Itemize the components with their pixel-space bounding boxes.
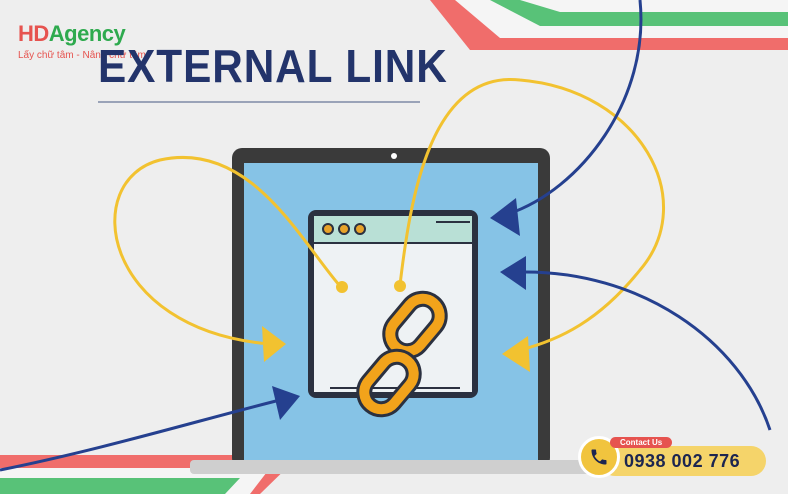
contact-widget[interactable]: Contact Us 0938 002 776 xyxy=(578,434,766,478)
yellow-arrowhead-right xyxy=(502,336,530,372)
phone-icon xyxy=(591,449,607,465)
blue-curve-top xyxy=(507,0,643,216)
window-dot-3 xyxy=(354,223,366,235)
yellow-dot-2 xyxy=(394,280,406,292)
window-dot-2 xyxy=(338,223,350,235)
browser-titlebar xyxy=(314,216,472,242)
brand-hd: HD xyxy=(18,21,49,46)
blue-arrowhead-bottom xyxy=(272,386,300,420)
brand-agency: Agency xyxy=(48,21,126,46)
yellow-dot-1 xyxy=(336,281,348,293)
stripe-white-top-2 xyxy=(520,0,788,12)
page-title: EXTERNAL LINK xyxy=(98,40,448,92)
contact-pill xyxy=(600,446,766,476)
window-dot-1 xyxy=(322,223,334,235)
brand-wordmark: HDAgency xyxy=(18,22,146,46)
contact-phone[interactable]: 0938 002 776 xyxy=(624,451,741,471)
laptop-camera xyxy=(391,153,397,159)
stripe-green-bottom xyxy=(0,478,240,494)
chain-link-icon xyxy=(356,290,448,418)
contact-label: Contact Us xyxy=(610,437,673,448)
blue-arrowhead-top xyxy=(490,198,520,236)
laptop-base xyxy=(190,460,590,474)
yellow-curve-right xyxy=(398,78,666,352)
yellow-curve-left xyxy=(113,156,342,346)
brand-logo[interactable]: HDAgency Lấy chữ tâm - Nâng chữ tầm xyxy=(18,22,146,62)
yellow-arrowhead-left xyxy=(262,326,286,362)
brand-tagline: Lấy chữ tâm - Nâng chữ tầm xyxy=(18,50,146,61)
blue-curve-right xyxy=(519,270,772,431)
blue-arrowhead-right xyxy=(500,256,526,290)
blue-curve-bottom xyxy=(0,398,281,472)
